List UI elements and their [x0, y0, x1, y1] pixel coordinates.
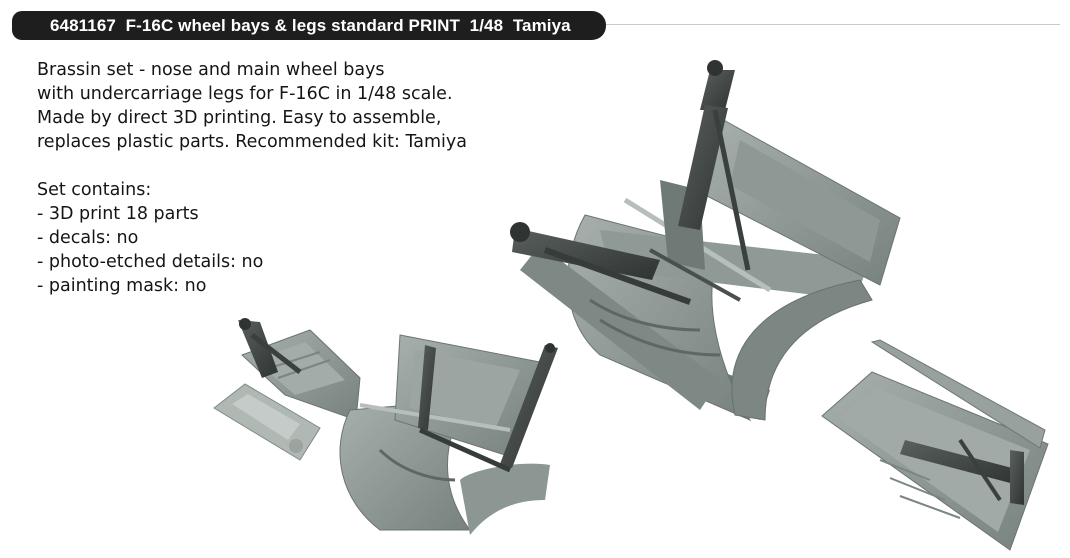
main-landing-leg-medium [418, 343, 558, 473]
set-contents-item: - decals: no [37, 228, 139, 248]
description-line: Made by direct 3D printing. Easy to asse… [37, 108, 442, 128]
nose-landing-leg [238, 318, 302, 378]
main-landing-leg-tray [900, 438, 1024, 505]
set-contents-item: - painting mask: no [37, 276, 207, 296]
set-contents-heading: Set contains: [37, 180, 152, 200]
main-landing-leg-large [510, 60, 751, 305]
main-wheel-bay-medium [339, 334, 550, 535]
description-line: with undercarriage legs for F-16C in 1/4… [37, 84, 453, 104]
set-contents-item: - 3D print 18 parts [37, 204, 199, 224]
nose-bay-door [213, 383, 321, 461]
product-title-bar: 6481167 F-16C wheel bays & legs standard… [12, 11, 606, 40]
product-description: Brassin set - nose and main wheel bays w… [37, 58, 467, 298]
main-wheel-bay-tray [821, 339, 1049, 551]
description-line: replaces plastic parts. Recommended kit:… [37, 132, 467, 152]
set-contents-item: - photo-etched details: no [37, 252, 264, 272]
title-divider [606, 24, 1060, 25]
description-line: Brassin set - nose and main wheel bays [37, 60, 385, 80]
